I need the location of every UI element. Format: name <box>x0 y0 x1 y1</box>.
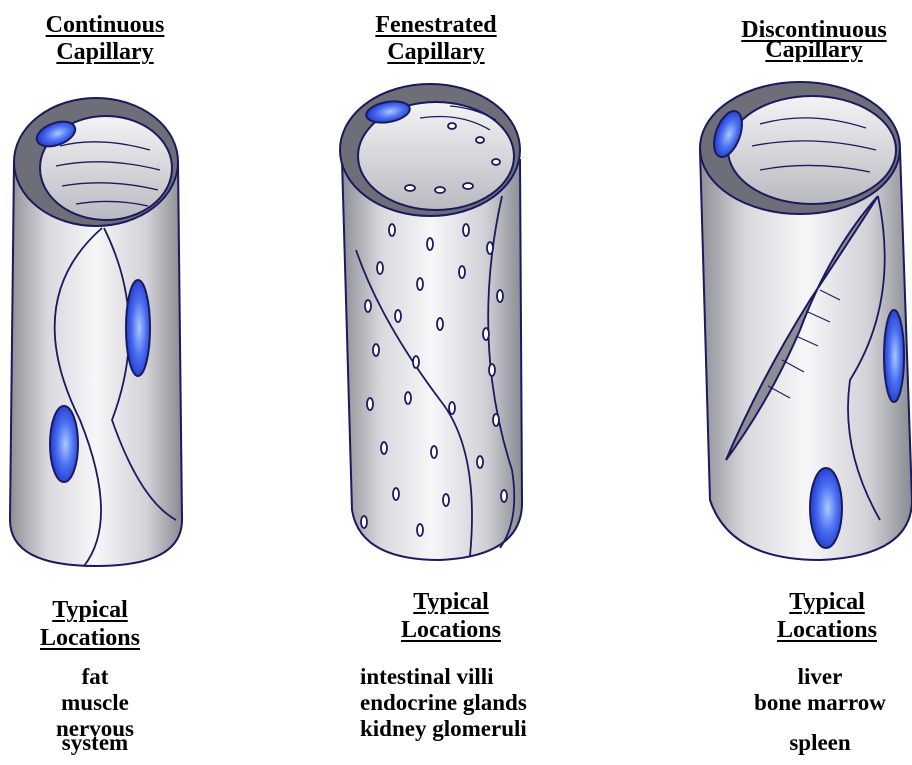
list-item: fat <box>20 664 170 690</box>
list-item: endocrine glands <box>360 690 580 716</box>
continuous-nucleus-right <box>126 280 150 376</box>
continuous-locations-list: fat muscle nervous system <box>20 664 170 756</box>
discontinuous-capillary-drawing <box>700 82 912 560</box>
continuous-heading-line1: Typical <box>20 596 160 624</box>
continuous-nucleus-left <box>50 406 78 482</box>
fenestrated-capillary-drawing <box>340 84 522 560</box>
fenestrated-locations-list: intestinal villi endocrine glands kidney… <box>360 664 580 742</box>
continuous-heading-line2: Locations <box>20 624 160 652</box>
continuous-locations-heading: Typical Locations <box>20 596 160 652</box>
fenestrated-heading-line1: Typical <box>376 588 526 616</box>
fenestrated-locations-heading: Typical Locations <box>376 588 526 644</box>
fenestrated-wall <box>342 160 522 560</box>
discontinuous-nucleus-right <box>884 310 904 402</box>
discontinuous-heading-line1: Typical <box>752 588 902 616</box>
list-item: kidney glomeruli <box>360 716 580 742</box>
list-item: system <box>20 730 170 756</box>
list-item: bone marrow <box>728 690 912 716</box>
fenestrated-heading-line2: Locations <box>376 616 526 644</box>
list-item: intestinal villi <box>360 664 580 690</box>
discontinuous-lumen <box>728 96 896 204</box>
list-item: muscle <box>20 690 170 716</box>
discontinuous-locations-list: liver bone marrow spleen <box>728 664 912 756</box>
list-item: liver <box>728 664 912 690</box>
discontinuous-locations-heading: Typical Locations <box>752 588 902 644</box>
discontinuous-nucleus-bottom <box>810 468 842 548</box>
discontinuous-heading-line2: Locations <box>752 616 902 644</box>
list-item: spleen <box>728 730 912 756</box>
continuous-capillary-drawing <box>10 98 182 566</box>
